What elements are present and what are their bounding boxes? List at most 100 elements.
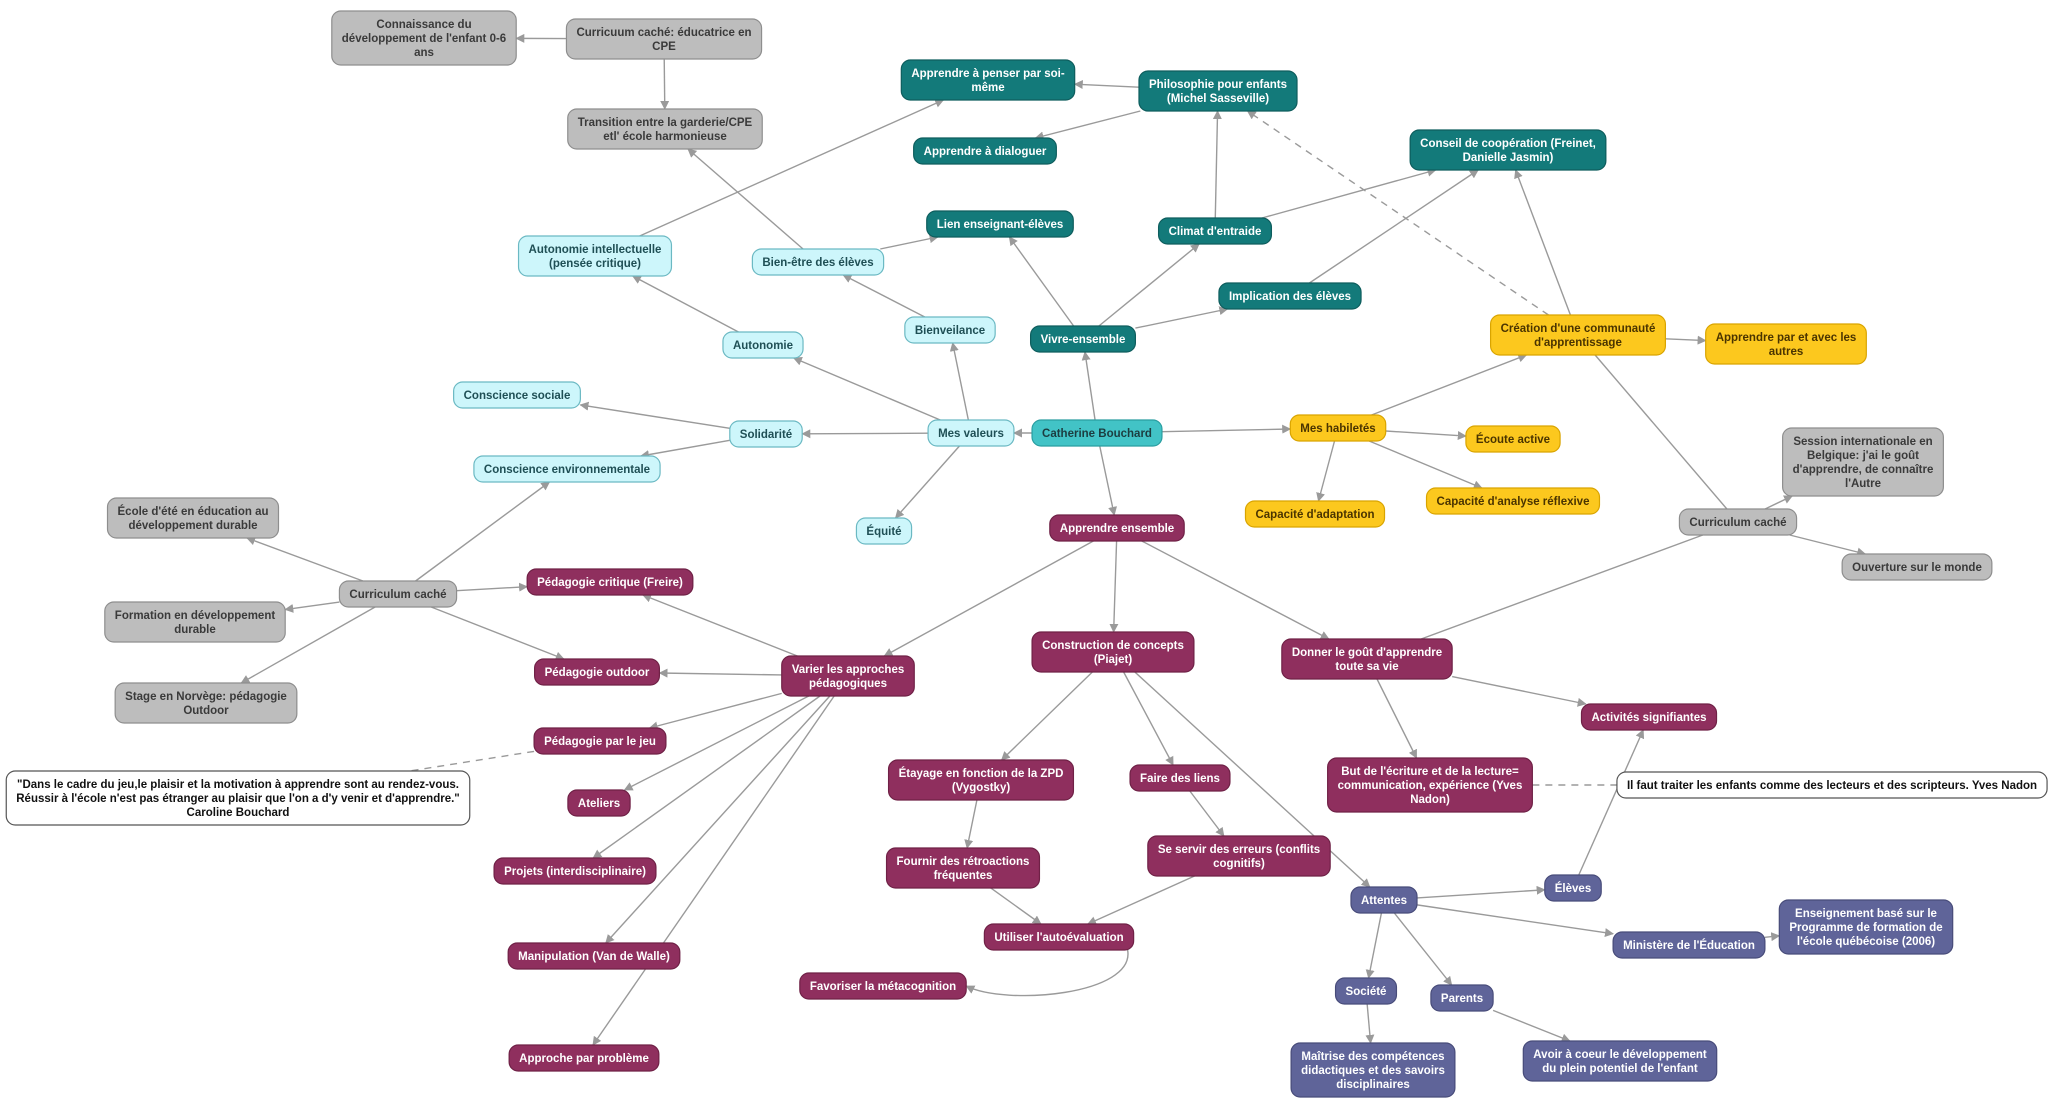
node-critique-label: Pédagogie critique (Freire)	[537, 577, 683, 589]
node-retroactions-label: fréquentes	[934, 870, 993, 882]
node-apprendre-ens[interactable]: Apprendre ensemble	[1050, 515, 1184, 541]
edge-communaute-to-conseil	[1516, 170, 1571, 315]
node-ateliers[interactable]: Ateliers	[568, 790, 630, 816]
node-outdoor[interactable]: Pédagogie outdoor	[535, 659, 660, 685]
node-avoir-label: Avoir à coeur le développement	[1533, 1049, 1707, 1061]
node-stage-label: Outdoor	[183, 705, 229, 717]
node-construction-label: Construction de concepts	[1042, 640, 1184, 652]
node-erreurs[interactable]: Se servir des erreurs (conflitscognitifs…	[1148, 836, 1330, 876]
node-auto-intel-label: (pensée critique)	[549, 258, 641, 270]
edge-curr-left-to-formation-dd	[285, 602, 339, 609]
node-quote-jeu[interactable]: "Dans le cadre du jeu,le plaisir et la m…	[6, 771, 470, 825]
edge-attentes-to-ministere	[1417, 905, 1613, 934]
node-liens[interactable]: Faire des liens	[1130, 765, 1230, 791]
node-auto-intel[interactable]: Autonomie intellectuelle(pensée critique…	[519, 236, 672, 276]
node-conscience-sociale[interactable]: Conscience sociale	[454, 382, 581, 408]
node-analyse[interactable]: Capacité d'analyse réflexive	[1427, 488, 1600, 514]
node-autonomie[interactable]: Autonomie	[723, 332, 803, 358]
node-attentes[interactable]: Attentes	[1351, 887, 1417, 913]
node-bienveillance[interactable]: Bienveilance	[905, 317, 995, 343]
node-vivre[interactable]: Vivre-ensemble	[1031, 326, 1136, 352]
node-metacog[interactable]: Favoriser la métacognition	[800, 973, 966, 999]
node-erreurs-label: cognitifs)	[1213, 858, 1265, 870]
node-session-label: Session internationale en	[1793, 436, 1932, 448]
node-projets[interactable]: Projets (interdisciplinaire)	[494, 858, 656, 884]
node-penser-label: même	[971, 82, 1004, 94]
node-eleves[interactable]: Élèves	[1545, 875, 1601, 901]
node-activites-label: Activités signifiantes	[1591, 712, 1706, 724]
node-dialoguer[interactable]: Apprendre à dialoguer	[914, 138, 1057, 164]
edge-bienetre-to-lien	[880, 237, 937, 249]
node-bienetre-label: Bien-être des élèves	[762, 257, 873, 269]
node-ecole-ete[interactable]: École d'été en éducation audéveloppement…	[108, 498, 279, 538]
node-autoeval[interactable]: Utiliser l'autoévaluation	[984, 924, 1133, 950]
edge-gout-to-activites	[1452, 677, 1586, 704]
node-habiletes-label: Mes habiletés	[1300, 423, 1375, 435]
node-autoeval-label: Utiliser l'autoévaluation	[994, 932, 1123, 944]
node-ouverture[interactable]: Ouverture sur le monde	[1842, 554, 1992, 580]
node-quote-nadon[interactable]: Il faut traiter les enfants comme des le…	[1617, 772, 2047, 798]
node-conseil[interactable]: Conseil de coopération (Freinet,Danielle…	[1410, 130, 1606, 170]
node-stage-label: Stage en Norvège: pédagogie	[125, 691, 287, 703]
edge-vivre-to-climat	[1099, 244, 1199, 326]
node-equite[interactable]: Équité	[856, 518, 911, 544]
node-ecoute[interactable]: Écoute active	[1466, 426, 1560, 452]
node-societe[interactable]: Société	[1336, 978, 1397, 1004]
node-conscience-env-label: Conscience environnementale	[484, 464, 650, 476]
node-varier-label: Varier les approches	[792, 664, 905, 676]
node-curr-right[interactable]: Curriculum caché	[1679, 509, 1796, 535]
node-adaptation[interactable]: Capacité d'adaptation	[1245, 501, 1384, 527]
node-curr-left[interactable]: Curriculum caché	[339, 581, 456, 607]
node-penser[interactable]: Apprendre à penser par soi-même	[901, 60, 1074, 100]
edge-curr-right-to-gout	[1421, 535, 1703, 639]
node-programme-label: Enseignement basé sur le	[1795, 908, 1937, 920]
node-ministere[interactable]: Ministère de l'Éducation	[1613, 932, 1765, 958]
node-construction-label: (Piajet)	[1094, 654, 1133, 666]
node-habiletes[interactable]: Mes habiletés	[1290, 415, 1385, 441]
node-manipulation[interactable]: Manipulation (Van de Walle)	[508, 943, 680, 969]
node-adaptation-label: Capacité d'adaptation	[1255, 509, 1374, 521]
edge-curr-right-to-session	[1765, 496, 1792, 509]
edge-philo-to-penser	[1075, 84, 1139, 87]
node-conscience-env[interactable]: Conscience environnementale	[474, 456, 660, 482]
node-etayage[interactable]: Étayage en fonction de la ZPD(Vygostky)	[889, 760, 1074, 800]
node-valeurs[interactable]: Mes valeurs	[928, 420, 1014, 446]
node-catherine[interactable]: Catherine Bouchard	[1032, 420, 1162, 446]
edge-varier-to-outdoor	[659, 673, 781, 675]
node-jeu-label: Pédagogie par le jeu	[544, 736, 656, 748]
edge-etayage-to-retroactions	[967, 800, 977, 848]
node-critique[interactable]: Pédagogie critique (Freire)	[527, 569, 693, 595]
edge-habiletes-to-ecoute	[1386, 431, 1466, 436]
node-lien[interactable]: Lien enseignant-élèves	[927, 211, 1074, 237]
node-probleme[interactable]: Approche par problème	[509, 1045, 659, 1071]
node-parents[interactable]: Parents	[1431, 985, 1493, 1011]
node-philo[interactable]: Philosophie pour enfants(Michel Sassevil…	[1139, 71, 1297, 111]
node-solidarite[interactable]: Solidarité	[730, 421, 802, 447]
edge-attentes-to-societe	[1369, 913, 1382, 978]
node-transition-label: etl' école harmonieuse	[603, 131, 727, 143]
node-construction[interactable]: Construction de concepts (Piajet)	[1032, 632, 1194, 672]
node-but[interactable]: But de l'écriture et de la lecture=commu…	[1328, 758, 1533, 812]
node-activites[interactable]: Activités signifiantes	[1581, 704, 1716, 730]
node-bienetre[interactable]: Bien-être des élèves	[752, 249, 883, 275]
node-apprendre-ens-label: Apprendre ensemble	[1060, 523, 1174, 535]
node-implication[interactable]: Implication des élèves	[1219, 283, 1361, 309]
node-climat[interactable]: Climat d'entraide	[1159, 218, 1272, 244]
node-jeu[interactable]: Pédagogie par le jeu	[534, 728, 666, 754]
